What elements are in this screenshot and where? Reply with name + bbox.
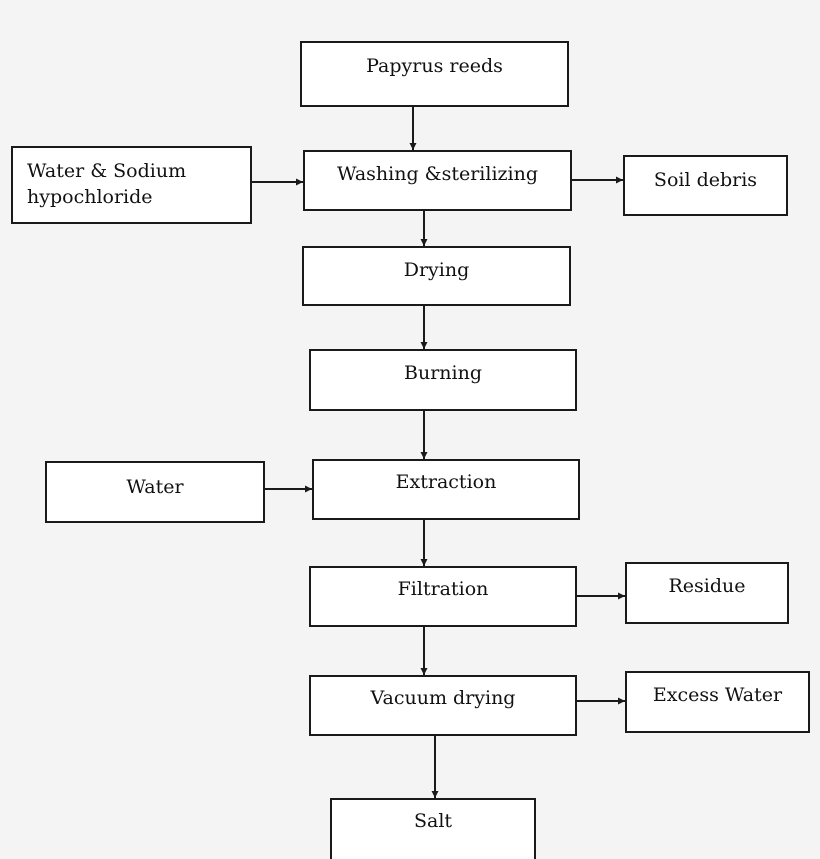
node-salt: Salt: [330, 798, 536, 859]
node-water-sodium-hypochloride: Water & Sodium hypochloride: [11, 146, 252, 224]
node-label: Vacuum drying: [370, 687, 516, 709]
node-drying: Drying: [302, 246, 571, 306]
node-label: Filtration: [397, 578, 489, 600]
node-label: Salt: [413, 810, 453, 832]
node-extraction: Extraction: [312, 459, 580, 520]
node-filtration: Filtration: [309, 566, 577, 627]
node-label: Drying: [403, 259, 470, 281]
node-label: Soil debris: [653, 169, 758, 191]
node-papyrus-reeds: Papyrus reeds: [300, 41, 569, 107]
node-residue: Residue: [625, 562, 789, 624]
node-washing-sterilizing: Washing &sterilizing: [303, 150, 572, 211]
node-label: Water: [126, 476, 184, 498]
node-label: Extraction: [395, 471, 497, 493]
node-label: Excess Water: [652, 684, 783, 706]
node-water: Water: [45, 461, 265, 523]
node-vacuum-drying: Vacuum drying: [309, 675, 577, 736]
node-label: Residue: [668, 575, 746, 597]
node-burning: Burning: [309, 349, 577, 411]
node-label-line-2: hypochloride: [27, 186, 153, 208]
node-label-line-1: Water & Sodium: [27, 160, 187, 182]
node-label: Burning: [404, 362, 482, 384]
node-label: Papyrus reeds: [366, 55, 503, 77]
node-soil-debris: Soil debris: [623, 155, 788, 216]
node-excess-water: Excess Water: [625, 671, 810, 733]
node-label: Washing &sterilizing: [336, 163, 539, 185]
